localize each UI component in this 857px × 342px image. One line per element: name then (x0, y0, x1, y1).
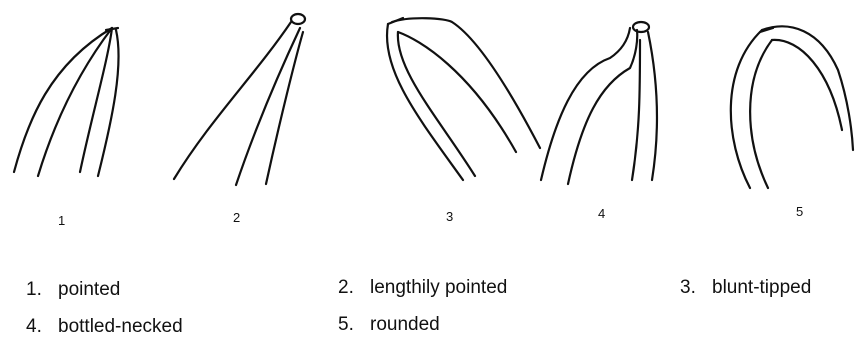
legend-item-1: 1.pointed (26, 279, 120, 301)
figure-number-5: 5 (796, 204, 803, 219)
legend-item-3: 3.blunt-tipped (680, 277, 811, 299)
tip-shape-pointed (14, 28, 119, 176)
figure-number-2: 2 (233, 210, 240, 225)
legend-item-5: 5.rounded (338, 314, 440, 336)
tip-shape-bottled-necked (541, 22, 657, 184)
legend-number: 4. (26, 316, 58, 338)
legend-label: pointed (58, 279, 120, 300)
legend-number: 3. (680, 277, 712, 299)
legend-item-2: 2.lengthily pointed (338, 277, 507, 299)
tip-shape-blunt-tipped (387, 18, 540, 180)
legend-number: 5. (338, 314, 370, 336)
legend-number: 1. (26, 279, 58, 301)
legend-number: 2. (338, 277, 370, 299)
legend-label: rounded (370, 314, 440, 335)
legend-item-4: 4.bottled-necked (26, 316, 183, 338)
figure-number-4: 4 (598, 206, 605, 221)
figure-number-1: 1 (58, 213, 65, 228)
legend-label: blunt-tipped (712, 277, 811, 298)
figure-number-3: 3 (446, 209, 453, 224)
legend-label: bottled-necked (58, 316, 183, 337)
tip-shape-lengthily-pointed (174, 14, 305, 185)
tip-shape-rounded (731, 26, 853, 188)
legend-label: lengthily pointed (370, 277, 507, 298)
